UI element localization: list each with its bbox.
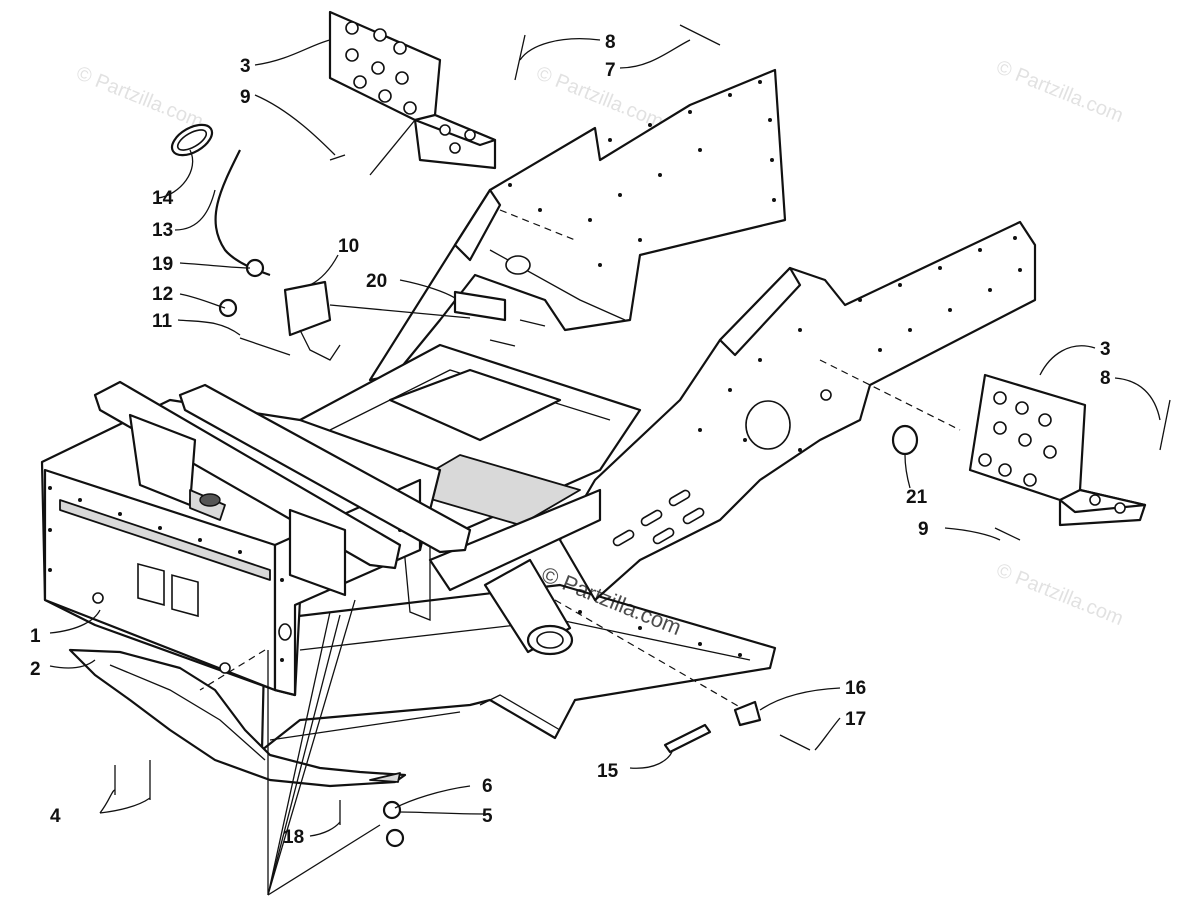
callout-7: 7 bbox=[605, 60, 616, 81]
callout-9-right: 9 bbox=[918, 519, 929, 540]
callout-4: 4 bbox=[50, 806, 61, 827]
callout-8-right: 8 bbox=[1100, 368, 1111, 389]
callout-18: 18 bbox=[283, 827, 304, 848]
rail-slots bbox=[612, 489, 705, 547]
skid-plate bbox=[68, 648, 407, 788]
assembly-lines bbox=[199, 209, 961, 896]
mounting-plate-right bbox=[968, 373, 1147, 527]
callout-labels: 1 2 3 3 4 5 6 7 8 8 9 9 10 11 12 13 14 1… bbox=[30, 32, 1111, 848]
steering-tube bbox=[483, 558, 574, 656]
callout-10: 10 bbox=[338, 236, 359, 257]
watermark-text: © Partzilla.com bbox=[993, 559, 1126, 630]
front-arms bbox=[93, 380, 472, 597]
callout-20: 20 bbox=[366, 271, 387, 292]
callout-5: 5 bbox=[482, 806, 493, 827]
callout-9-upper: 9 bbox=[240, 87, 251, 108]
callout-11: 11 bbox=[152, 311, 173, 332]
callout-3-upper: 3 bbox=[240, 56, 251, 77]
callout-3-right: 3 bbox=[1100, 339, 1111, 360]
callout-6: 6 bbox=[482, 776, 493, 797]
mounting-plate-upper bbox=[328, 10, 497, 170]
callout-13: 13 bbox=[152, 220, 173, 241]
callout-8-upper: 8 bbox=[605, 32, 616, 53]
rail-rivets bbox=[508, 80, 776, 267]
watermark-text: © Partzilla.com bbox=[73, 62, 206, 133]
callout-21: 21 bbox=[906, 487, 928, 508]
floor-pan bbox=[260, 583, 777, 752]
rail-rivets bbox=[698, 236, 1022, 452]
callout-16: 16 bbox=[845, 678, 866, 699]
callout-19: 19 bbox=[152, 254, 173, 275]
callout-leaders bbox=[49, 38, 1161, 837]
watermark-text: © Partzilla.com bbox=[533, 62, 666, 133]
callout-14: 14 bbox=[152, 188, 174, 209]
callout-12: 12 bbox=[152, 284, 173, 305]
right-frame-rail bbox=[558, 220, 1037, 602]
callout-1: 1 bbox=[30, 626, 41, 647]
hardware bbox=[114, 24, 1171, 848]
callout-2: 2 bbox=[30, 659, 41, 680]
watermark-text: © Partzilla.com bbox=[993, 56, 1126, 127]
callout-15: 15 bbox=[597, 761, 619, 782]
callout-17: 17 bbox=[845, 709, 866, 730]
